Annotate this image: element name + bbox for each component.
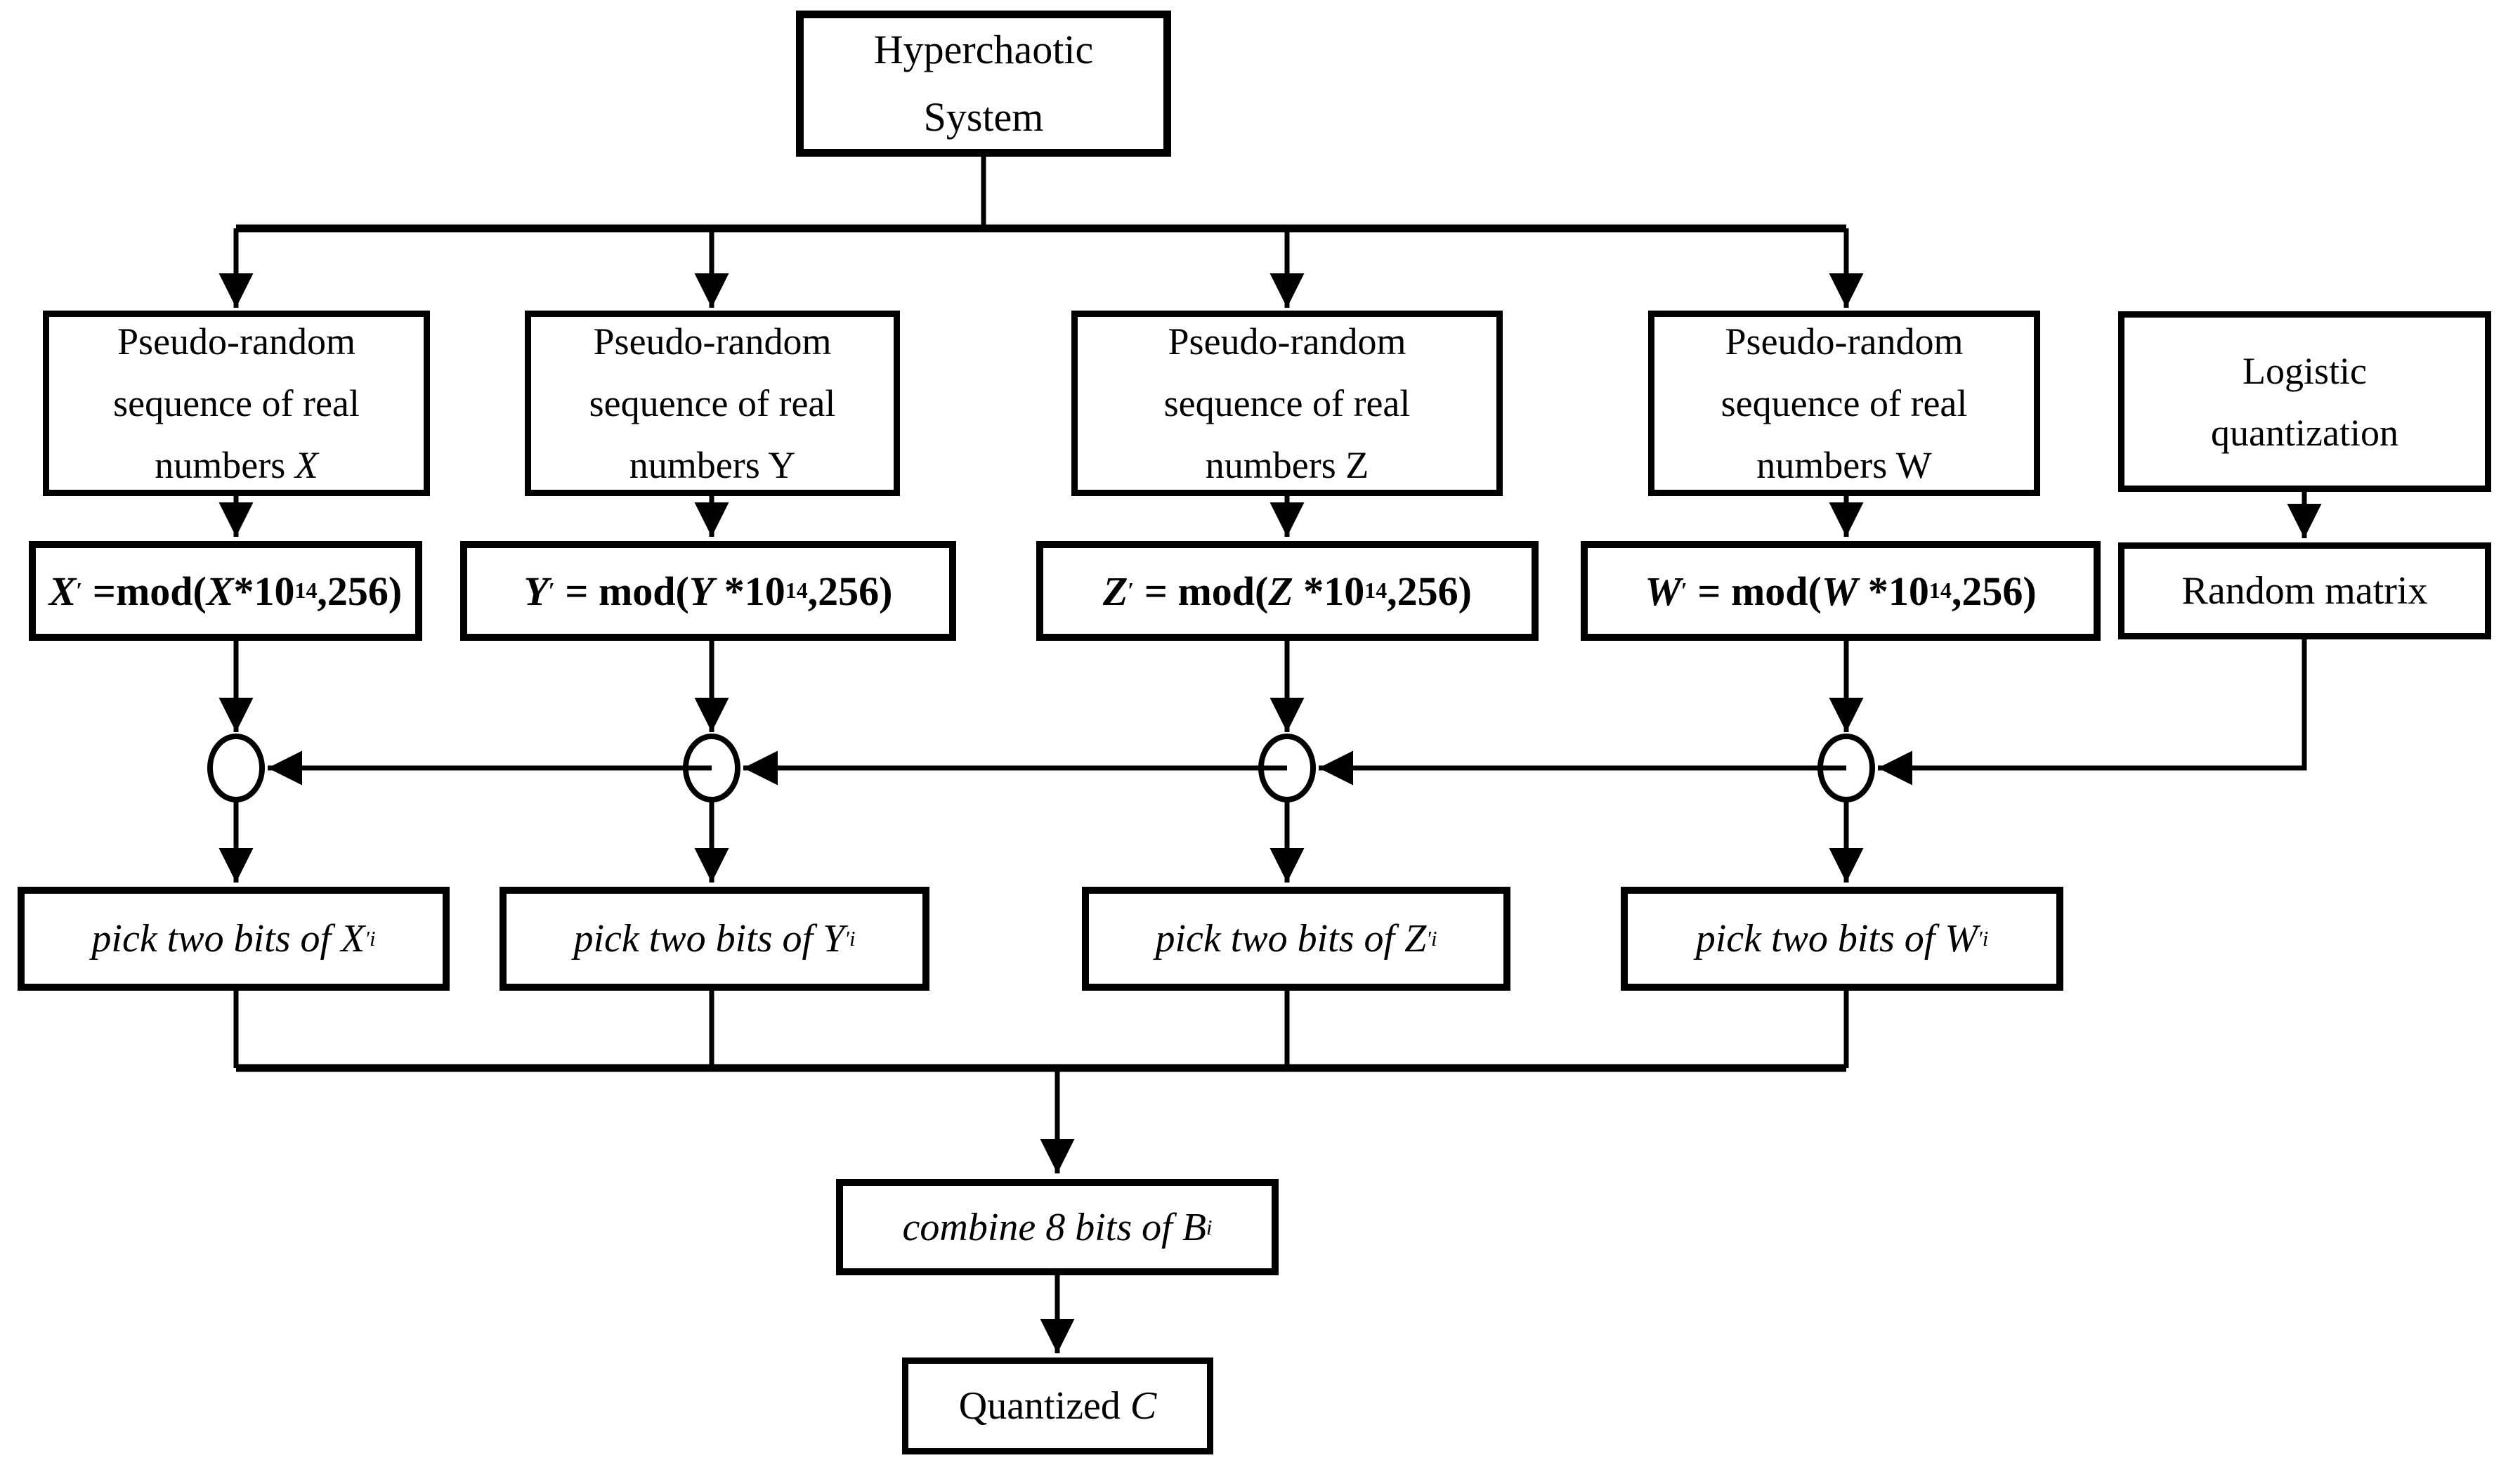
gen-y-line3: numbers Y	[629, 434, 795, 496]
formula-y-var: Y	[523, 568, 549, 614]
pick-box-w: pick two bits of W′i	[1621, 887, 2063, 991]
formula-x-mul: *10	[233, 568, 295, 614]
formula-w-tail: ,256)	[1951, 568, 2037, 614]
combine-var: B	[1182, 1205, 1206, 1249]
gen-x-var: X	[294, 444, 318, 486]
formula-z-tail: ,256)	[1387, 568, 1472, 614]
random-matrix-label: Random matrix	[2181, 569, 2428, 613]
logistic-line2: quantization	[2211, 411, 2398, 454]
gen-y-line2: sequence of real	[589, 382, 836, 424]
formula-x-mid: =mod(	[82, 568, 207, 614]
pick-box-x: pick two bits of X′i	[18, 887, 450, 991]
pick-x-var: X	[341, 917, 365, 961]
formula-z-var: Z	[1102, 568, 1128, 614]
arrow-matrix-to-xor-w	[1878, 639, 2307, 786]
gen-y-var: Y	[768, 444, 796, 486]
formula-y-mid: = mod(	[554, 568, 689, 614]
formula-w-mul: *10	[1858, 568, 1929, 614]
xor-node-x	[207, 734, 265, 802]
pick-w-pre: pick two bits of	[1695, 917, 1945, 961]
quantized-pre: Quantized	[958, 1384, 1130, 1428]
combine-pre: combine 8 bits of	[902, 1205, 1182, 1249]
logistic-line1: Logistic	[2242, 349, 2367, 392]
formula-z-mid: = mod(	[1134, 568, 1269, 614]
formula-w-var: W	[1645, 568, 1681, 614]
gen-z-line1: Pseudo-random	[1168, 320, 1406, 363]
generator-box-w: Pseudo-random sequence of real numbers W	[1648, 311, 2040, 496]
formula-x-base: X	[206, 568, 234, 614]
quantized-var: C	[1130, 1384, 1157, 1428]
pick-box-y: pick two bits of Y′i	[500, 887, 929, 991]
gen-z-var: Z	[1345, 444, 1369, 486]
pick-z-var: Z	[1404, 917, 1427, 961]
gen-w-var: W	[1895, 444, 1932, 486]
quantized-box: Quantized C	[902, 1357, 1213, 1454]
formula-w-mid: = mod(	[1687, 568, 1822, 614]
formula-x-tail: ,256)	[317, 568, 403, 614]
hyperchaotic-line2: System	[923, 94, 1044, 140]
logistic-quantization-box: Logistic quantization	[2118, 311, 2491, 492]
gen-z-line2: sequence of real	[1163, 382, 1411, 424]
formula-y-mul: *10	[714, 568, 785, 614]
pick-y-pre: pick two bits of	[573, 917, 823, 961]
gen-y-line1: Pseudo-random	[593, 320, 832, 363]
gen-x-line1: Pseudo-random	[117, 320, 355, 363]
gen-x-line3-pre: numbers	[155, 444, 295, 486]
pick-box-z: pick two bits of Z′i	[1082, 887, 1510, 991]
hyperchaotic-system-box: Hyperchaotic System	[796, 11, 1171, 157]
formula-z-mul: *10	[1293, 568, 1365, 614]
formula-y-tail: ,256)	[807, 568, 893, 614]
hyperchaotic-line1: Hyperchaotic	[873, 27, 1094, 72]
pick-x-pre: pick two bits of	[91, 917, 341, 961]
gen-z-line3-pre: numbers	[1205, 444, 1346, 486]
gen-w-line3: numbers W	[1756, 434, 1931, 496]
generator-box-y: Pseudo-random sequence of real numbers Y	[525, 311, 900, 496]
pick-y-var: Y	[823, 917, 845, 961]
generator-box-x: Pseudo-random sequence of real numbers X	[43, 311, 430, 496]
formula-z-base: Z	[1268, 568, 1293, 614]
gen-z-line3: numbers Z	[1206, 434, 1369, 496]
gen-x-line3: numbers X	[155, 434, 318, 496]
formula-x-var: X	[48, 568, 77, 614]
generator-box-z: Pseudo-random sequence of real numbers Z	[1071, 311, 1503, 496]
gen-w-line1: Pseudo-random	[1725, 320, 1964, 363]
pick-z-pre: pick two bits of	[1155, 917, 1405, 961]
gen-x-line2: sequence of real	[113, 382, 360, 424]
gen-w-line2: sequence of real	[1721, 382, 1968, 424]
gen-y-line3-pre: numbers	[629, 444, 769, 486]
formula-w-base: W	[1821, 568, 1858, 614]
random-matrix-box: Random matrix	[2118, 542, 2491, 639]
formula-y-base: Y	[688, 568, 714, 614]
gen-w-line3-pre: numbers	[1756, 444, 1896, 486]
pick-w-var: W	[1945, 917, 1978, 961]
